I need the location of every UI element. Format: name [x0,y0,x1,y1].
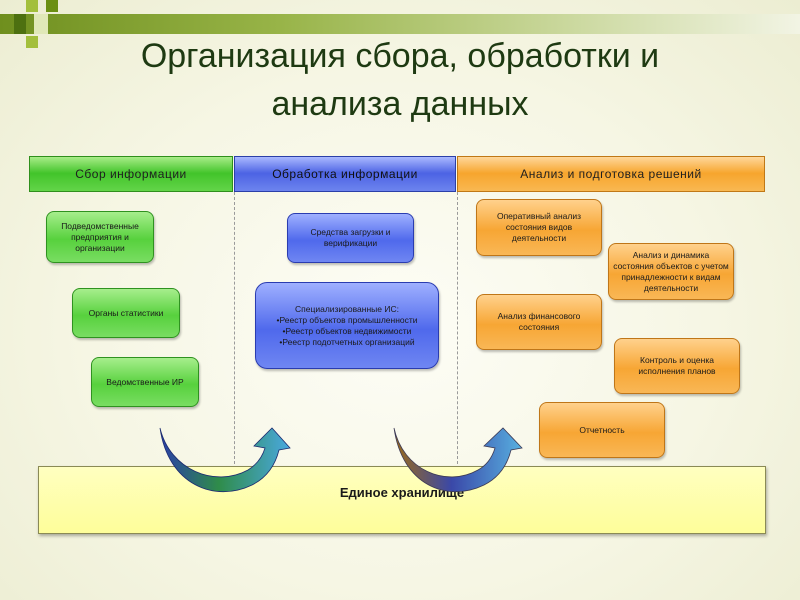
registry-item: •Реестр подотчетных организаций [279,336,415,347]
financial-analysis: Анализ финансового состояния [476,294,602,350]
header-collection: Сбор информации [29,156,233,192]
source-subordinate-orgs: Подведомственные предприятия и организац… [46,211,154,263]
slide-title-line2: анализа данных [271,85,529,123]
dynamics-analysis: Анализ и динамика состояния объектов с у… [608,243,734,300]
decorative-top-bar [0,14,800,34]
registry-item: •Реестр объектов промышленности [276,314,418,325]
decor-square [34,14,48,34]
decor-square [46,0,58,12]
specialized-is-registry: Специализированные ИС: •Реестр объектов … [255,282,439,369]
column-divider [234,192,235,474]
slide-title: Организация сбора, обработки и анализа д… [40,32,760,128]
header-processing: Обработка информации [234,156,456,192]
plan-control: Контроль и оценка исполнения планов [614,338,740,394]
registry-item: •Реестр объектов недвижимости [282,325,412,336]
registry-list: Специализированные ИС: •Реестр объектов … [276,304,417,348]
decor-square [14,14,26,34]
operational-analysis: Оперативный анализ состояния видов деяте… [476,199,602,256]
unified-storage-label: Единое хранилище [339,485,465,500]
reporting: Отчетность [539,402,665,458]
source-departmental-ir: Ведомственные ИР [91,357,199,407]
header-analysis: Анализ и подготовка решений [457,156,765,192]
loading-verification-tools: Средства загрузки и верификации [287,213,414,263]
slide-title-line1: Организация сбора, обработки и [140,37,660,75]
unified-storage: Единое хранилище [38,466,766,534]
source-statistics-bodies: Органы статистики [72,288,180,338]
column-divider [457,192,458,474]
decor-square [26,36,38,48]
registry-title: Специализированные ИС: [295,303,399,314]
decor-square [26,0,38,12]
